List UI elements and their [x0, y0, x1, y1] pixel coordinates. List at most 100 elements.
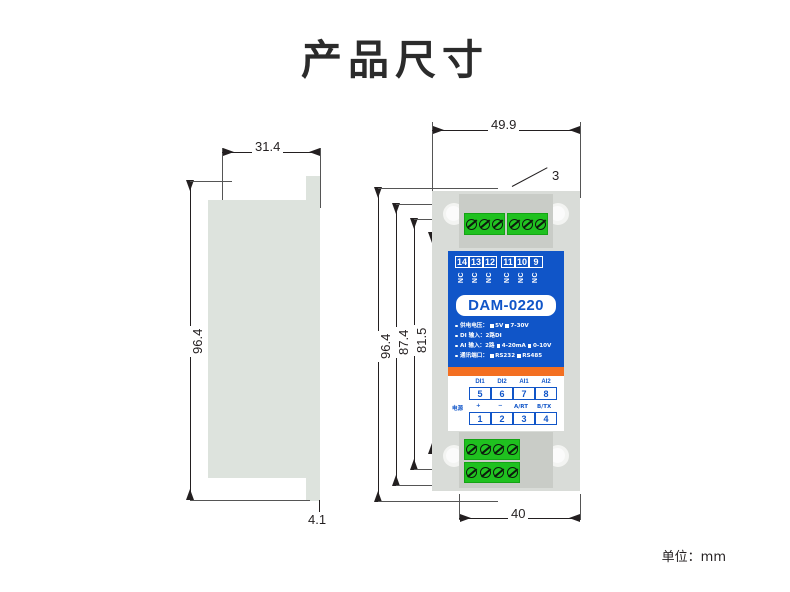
screw-terminal	[522, 218, 533, 230]
terminal-number: 6	[491, 387, 513, 400]
front-ext-left	[432, 122, 433, 198]
faceplate-lower-area: DI1 DI2 AI1 AI2 5 6 7 8 电源 + − A/RT	[448, 376, 564, 431]
overall-height-arrow-bottom	[374, 491, 382, 502]
side-body-flange	[306, 176, 320, 501]
signal-label: AI1	[519, 379, 529, 385]
body-height-arrow-bottom	[410, 459, 418, 470]
side-height-label: 96.4	[190, 325, 205, 357]
spec-line-supply-voltage: 供电电压： 5V 7-30V	[455, 321, 563, 331]
power-label-a-rt: A/RT	[514, 404, 529, 410]
overall-height-ext-top	[378, 188, 498, 189]
screw-terminal	[493, 467, 505, 478]
unit-note: 单位：mm	[661, 550, 726, 565]
checkbox-icon	[527, 344, 532, 348]
top-terminal-block-right	[507, 213, 548, 235]
terminal-number: 14	[455, 256, 469, 268]
specification-list: 供电电压： 5V 7-30V DI 输入：2路DI AI 输入：2路 4-20m…	[455, 321, 563, 361]
side-ext-right	[320, 148, 321, 208]
inner-width-ext-left	[459, 494, 460, 520]
screw-terminal	[493, 444, 505, 455]
terminal-number: 8	[535, 387, 557, 400]
front-width-arrow-left	[433, 126, 444, 134]
top-terminal-number-row: 14 13 12 11 10 9	[455, 256, 543, 268]
terminal-nc-label: NC	[518, 271, 526, 283]
terminal-number: 1	[469, 412, 491, 425]
screw-terminal	[509, 218, 520, 230]
overall-height-arrow-top	[374, 187, 382, 198]
overall-height-ext-bottom	[378, 501, 498, 502]
side-height-ext-top	[190, 181, 232, 182]
screw-terminal	[506, 467, 518, 478]
bullet-icon	[455, 354, 458, 358]
power-label-source: 电源	[452, 406, 464, 412]
checkbox-icon	[517, 354, 521, 358]
power-label-b-tx: B/TX	[537, 404, 552, 410]
screw-terminal	[466, 218, 477, 230]
terminal-number: 9	[529, 256, 543, 268]
signal-label-row: DI1 DI2 AI1 AI2	[469, 379, 557, 385]
bullet-icon	[455, 344, 458, 348]
power-number-row: 1 2 3 4	[469, 412, 557, 425]
hole-center-height-label: 87.4	[396, 326, 411, 358]
model-name-badge: DAM-0220	[456, 295, 556, 316]
terminal-number: 2	[491, 412, 513, 425]
side-height-arrow-top	[186, 180, 194, 191]
spec-line-comm-port: 通讯端口： RS232 RS485	[455, 351, 563, 361]
terminal-number: 13	[469, 256, 483, 268]
side-body-main	[208, 200, 306, 478]
screw-terminal	[479, 218, 490, 230]
hole-leader-line	[511, 167, 548, 187]
body-height-arrow-top	[410, 218, 418, 229]
checkbox-icon	[489, 354, 494, 358]
terminal-nc-label: NC	[486, 271, 494, 283]
terminal-number: 4	[535, 412, 557, 425]
screw-terminal	[479, 467, 491, 478]
signal-number-row: 5 6 7 8	[469, 387, 557, 400]
terminal-number: 11	[501, 256, 515, 268]
signal-label: AI2	[541, 379, 551, 385]
mount-hole-bottom-right	[550, 448, 565, 463]
signal-label: DI2	[497, 379, 507, 385]
bullet-icon	[455, 334, 458, 338]
checkbox-icon	[489, 324, 494, 328]
top-terminal-block-left	[464, 213, 505, 235]
screw-terminal	[492, 218, 503, 230]
front-ext-right	[580, 122, 581, 198]
terminal-number: 7	[513, 387, 535, 400]
power-label-plus: +	[476, 403, 481, 409]
terminal-nc-label: NC	[458, 271, 466, 283]
terminal-number: 10	[515, 256, 529, 268]
terminal-nc-label: NC	[504, 271, 512, 283]
device-front-body: 14 13 12 11 10 9 NC NC NC NC NC NC DAM-0…	[432, 191, 580, 491]
side-width-arrow-left	[223, 148, 234, 156]
hole-center-arrow-top	[392, 203, 400, 214]
body-height-label: 81.5	[414, 324, 429, 356]
side-ext-left	[222, 148, 223, 208]
side-height-arrow-bottom	[186, 489, 194, 500]
hole-diameter-label: 3	[549, 168, 563, 183]
front-width-label: 49.9	[488, 117, 520, 132]
terminal-nc-label: NC	[472, 271, 480, 283]
side-view-body	[208, 176, 320, 501]
bullet-icon	[455, 324, 458, 328]
foot-ext	[250, 500, 310, 501]
mount-hole-top-left	[446, 206, 461, 221]
inner-width-label: 40	[508, 506, 529, 521]
device-faceplate: 14 13 12 11 10 9 NC NC NC NC NC NC DAM-0…	[448, 251, 564, 431]
terminal-number: 5	[469, 387, 491, 400]
checkbox-icon	[496, 344, 501, 348]
foot-dimline	[319, 500, 320, 520]
side-width-arrow-right	[309, 148, 320, 156]
screw-terminal	[535, 218, 546, 230]
page-title: 产品尺寸	[301, 36, 489, 84]
inner-width-arrow-right	[569, 514, 580, 522]
foot-thickness-label: 4.1	[305, 512, 330, 527]
spec-line-di-input: DI 输入：2路DI	[455, 331, 563, 341]
terminal-number: 3	[513, 412, 535, 425]
inner-width-arrow-left	[460, 514, 471, 522]
hole-center-arrow-bottom	[392, 475, 400, 486]
mount-hole-top-right	[550, 206, 565, 221]
power-label-minus: −	[498, 403, 503, 409]
checkbox-icon	[505, 324, 509, 328]
